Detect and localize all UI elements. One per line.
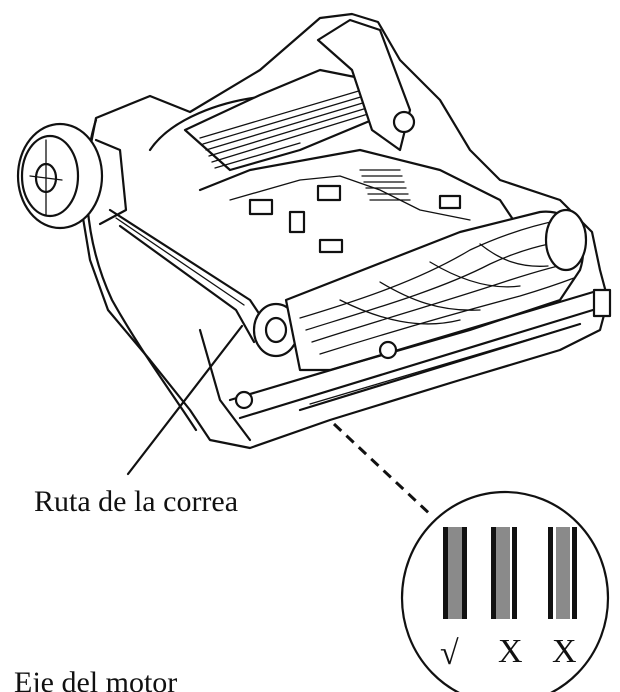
right-pivot <box>392 110 416 134</box>
vacuum-base-illustration <box>16 12 612 518</box>
belt-path-leader <box>126 324 244 476</box>
rear-cover-hatching <box>199 89 369 169</box>
belt-path-label: Ruta de la correa <box>34 485 238 518</box>
belt-pulley <box>252 302 300 358</box>
inspection-leader <box>332 422 434 518</box>
housing-tabs <box>248 184 462 254</box>
belt-sample-good <box>443 527 467 619</box>
inner-cavity <box>198 148 522 232</box>
inner-step <box>229 175 471 221</box>
motor-shaft-label: Eje del motor <box>14 666 177 692</box>
cross-mark-1: X <box>498 633 523 670</box>
cross-mark-2: X <box>552 633 577 670</box>
belt-sample-bad-1 <box>491 527 521 619</box>
belt-sample-bad-2 <box>548 527 577 619</box>
check-mark: √ <box>440 635 459 672</box>
front-lip <box>198 288 612 442</box>
belt-inspection-callout: √ X X <box>400 490 610 692</box>
rear-wheel <box>16 122 128 230</box>
spring <box>359 169 411 201</box>
